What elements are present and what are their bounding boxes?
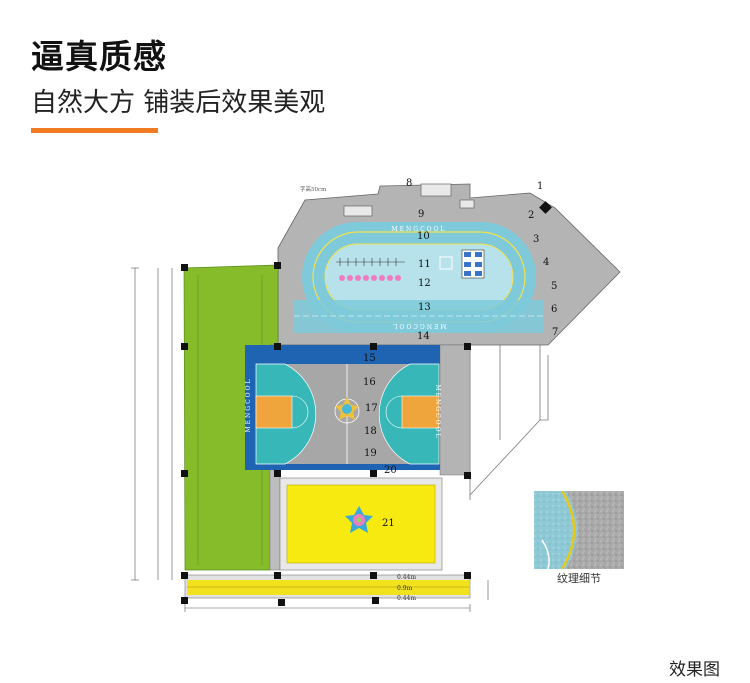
zone-number-7: 7 <box>552 327 558 338</box>
court-brand-left: MENGCOOL <box>245 378 252 433</box>
zone-number-3: 3 <box>533 234 539 245</box>
effect-image-label: 效果图 <box>669 660 720 680</box>
zone-number-10: 10 <box>417 231 430 242</box>
yellow-play-area <box>279 477 443 571</box>
track-brand-top: MENGCOOL <box>392 226 447 233</box>
dimension-lines <box>131 267 489 612</box>
zone-number-14: 14 <box>417 331 430 342</box>
zone-number-17: 17 <box>365 403 378 414</box>
strip-dim-middle: 0.9m <box>397 585 413 592</box>
strip-dim-lower: 0.44m <box>397 595 416 602</box>
column-markers <box>181 262 471 606</box>
zone-number-11: 11 <box>418 259 431 270</box>
zone-numbers: 1 2 3 4 5 6 7 8 9 10 11 12 13 14 15 16 1… <box>363 178 558 529</box>
page-subtitle: 自然大方 铺装后效果美观 <box>31 88 326 118</box>
zone-number-8: 8 <box>406 178 412 189</box>
zone-number-12: 12 <box>418 278 431 289</box>
zone-number-16: 16 <box>363 377 376 388</box>
track-brand-bottom: MENGCOOL <box>392 322 447 329</box>
bottom-yellow-strip <box>184 574 471 599</box>
strip-dim-upper: 0.44m <box>397 574 416 581</box>
zone-number-21: 21 <box>382 518 395 529</box>
zone-number-9: 9 <box>418 209 424 220</box>
title-accent-bar <box>31 128 158 133</box>
court-brand-right: MENGCOOL <box>434 385 441 440</box>
texture-detail-caption: 纹理细节 <box>557 572 601 585</box>
zone-number-2: 2 <box>528 210 534 221</box>
zone-number-19: 19 <box>364 448 377 459</box>
zone-number-5: 5 <box>551 281 557 292</box>
zone-number-4: 4 <box>543 257 549 268</box>
zone-number-15: 15 <box>363 353 376 364</box>
zone-number-20: 20 <box>384 465 397 476</box>
zone-number-13: 13 <box>418 302 431 313</box>
page-title: 逼真质感 <box>31 37 167 76</box>
zone-number-6: 6 <box>551 304 557 315</box>
zone-number-1: 1 <box>537 181 543 192</box>
running-track <box>294 222 544 333</box>
top-note: 字高50cm <box>300 185 327 193</box>
texture-detail-swatch <box>534 491 624 569</box>
basketball-court <box>245 345 440 470</box>
zone-number-18: 18 <box>364 426 377 437</box>
